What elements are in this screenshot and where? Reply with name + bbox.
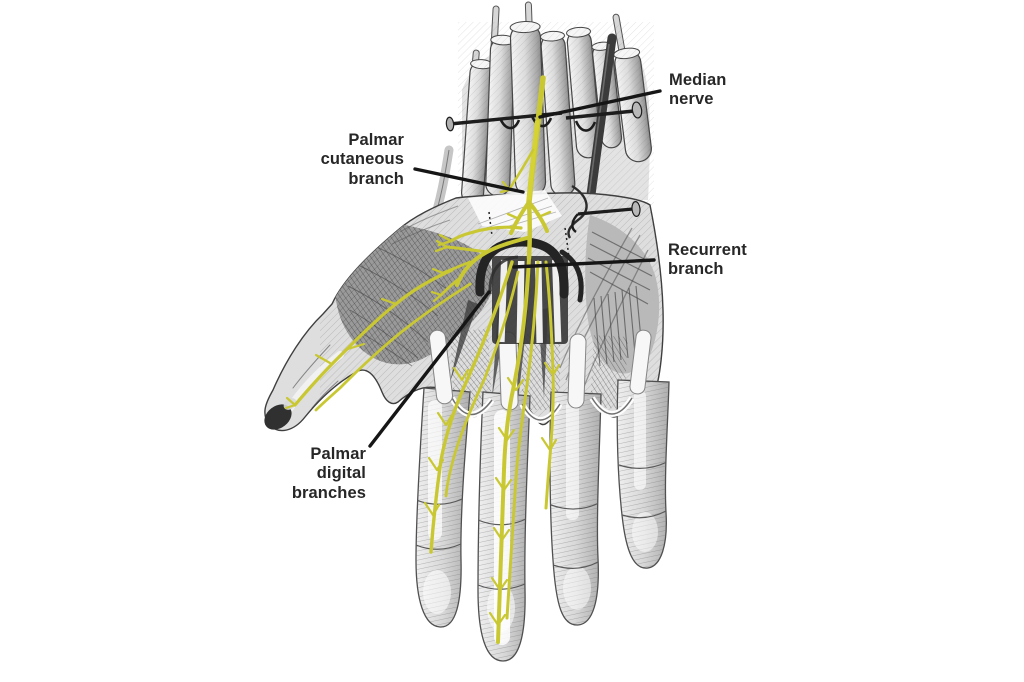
recurrent-branch-nerve	[430, 225, 529, 303]
palmar-digital-nerves	[423, 199, 561, 644]
label-palmar-cutaneous-branch: Palmar cutaneous branch	[320, 131, 404, 188]
leader-line-palmar-cutaneous-branch	[413, 167, 525, 194]
dotted-line-left	[488, 211, 493, 237]
label-palmar-digital-branches: Palmar digital branches	[291, 445, 366, 502]
flexor-tendon-strips	[428, 329, 652, 411]
label-median-nerve: Median nerve	[669, 71, 727, 109]
wrist-fascia-highlight	[468, 190, 562, 232]
leader-line-recurrent-branch	[512, 258, 656, 269]
leader-line-median-nerve	[538, 89, 662, 119]
palmar-cutaneous-branch-nerve	[507, 148, 535, 192]
leader-line-palmar-digital-branches	[368, 290, 491, 448]
thumb-tip	[264, 404, 292, 430]
thumb-digital-nerves	[284, 268, 472, 412]
median-nerve-highlight	[284, 75, 561, 644]
label-recurrent-branch: Recurrent branch	[668, 241, 747, 279]
